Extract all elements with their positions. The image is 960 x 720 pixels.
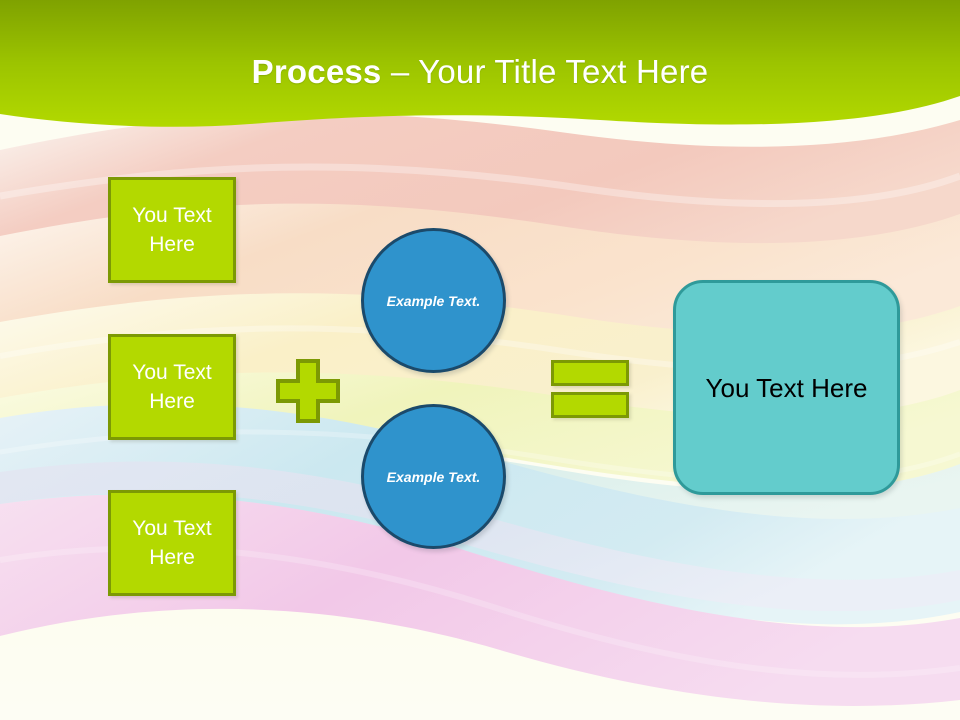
input-box-1[interactable]: You Text Here (108, 177, 236, 283)
equals-operator-icon (551, 360, 629, 418)
process-circle-2[interactable]: Example Text. (361, 404, 506, 549)
input-box-1-label: You Text Here (132, 204, 212, 256)
equals-bar-top (551, 360, 629, 386)
input-box-2[interactable]: You Text Here (108, 334, 236, 440)
input-box-2-label: You Text Here (132, 361, 212, 413)
result-box-label: You Text Here (705, 372, 868, 403)
page-title-regular: – Your Title Text Here (381, 53, 709, 90)
process-circle-1[interactable]: Example Text. (361, 228, 506, 373)
process-circle-1-label: Example Text. (386, 292, 481, 309)
page-title-bold: Process (251, 53, 382, 90)
plus-operator-icon (275, 358, 341, 424)
input-box-3[interactable]: You Text Here (108, 490, 236, 596)
header-band (0, 0, 960, 145)
equals-bar-bottom (551, 392, 629, 418)
input-box-3-label: You Text Here (132, 517, 212, 569)
page-title: Process – Your Title Text Here (0, 52, 960, 92)
result-box[interactable]: You Text Here (673, 280, 900, 495)
process-circle-2-label: Example Text. (386, 468, 481, 485)
